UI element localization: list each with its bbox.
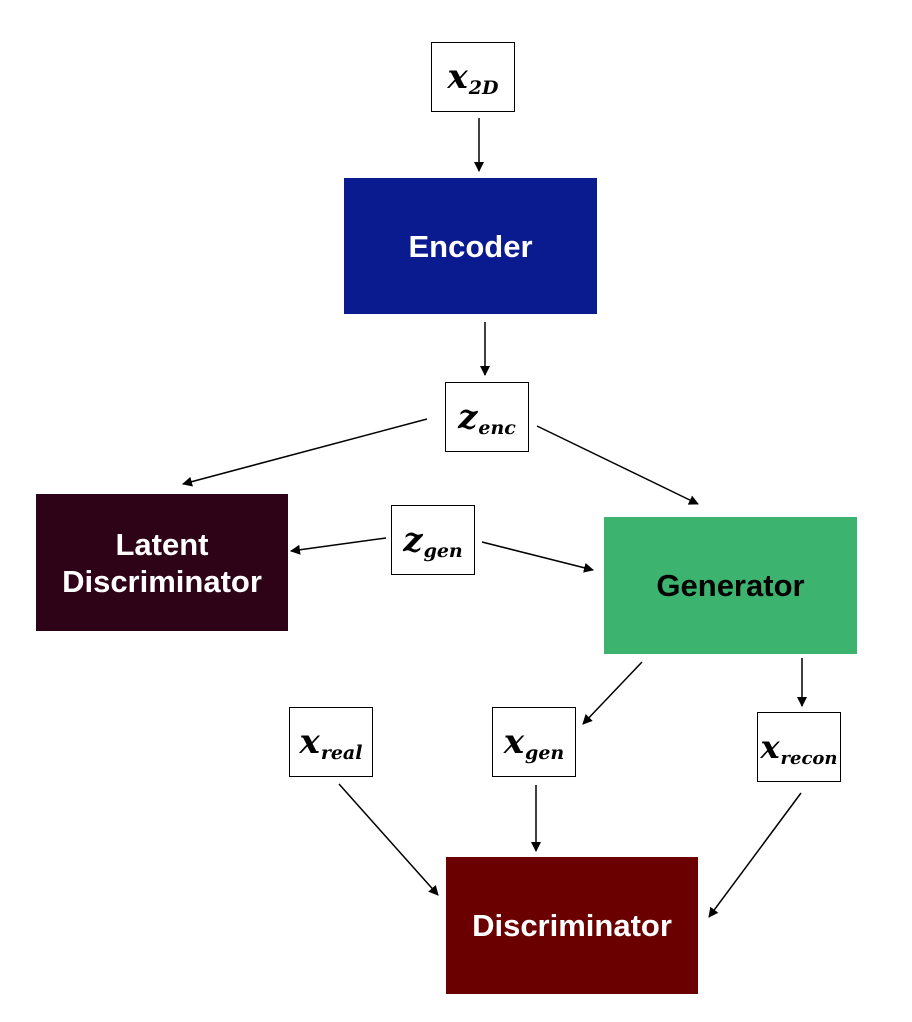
edge-generator-to-xgen xyxy=(582,661,643,725)
z-enc-symbol: z xyxy=(458,397,478,437)
edge-xrecon-to-discriminator xyxy=(708,792,802,918)
x-2d-symbol: x xyxy=(447,57,468,97)
generator-label: Generator xyxy=(656,568,805,603)
edge-zenc-to-generator xyxy=(536,425,699,505)
latent-discriminator-block: Latent Discriminator xyxy=(36,494,288,631)
edge-zgen-to-latent-discriminator xyxy=(290,537,387,555)
x-real-symbol: x xyxy=(299,722,320,762)
discriminator-label: Discriminator xyxy=(472,908,672,943)
encoder-block: Encoder xyxy=(344,178,597,314)
discriminator-block: Discriminator xyxy=(446,857,698,994)
x-gen-symbol: x xyxy=(503,722,525,762)
x-recon-subscript: recon xyxy=(780,747,838,769)
z-enc-subscript: enc xyxy=(478,417,516,439)
x-gen-subscript: gen xyxy=(525,742,565,764)
edge-zenc-to-latent-discriminator xyxy=(182,418,428,487)
z-gen-symbol: z xyxy=(403,520,423,560)
x-real-subscript: real xyxy=(320,742,363,764)
latent-discriminator-label: Latent Discriminator xyxy=(62,526,262,599)
edge-group xyxy=(182,118,807,918)
generator-block: Generator xyxy=(604,517,857,654)
x-2d-subscript: 2D xyxy=(468,77,499,99)
edge-zgen-to-generator xyxy=(481,541,594,573)
encoder-label: Encoder xyxy=(408,228,533,264)
x-recon-symbol: x xyxy=(760,728,780,766)
edge-xreal-to-discriminator xyxy=(338,783,439,896)
z-gen-subscript: gen xyxy=(423,540,463,562)
